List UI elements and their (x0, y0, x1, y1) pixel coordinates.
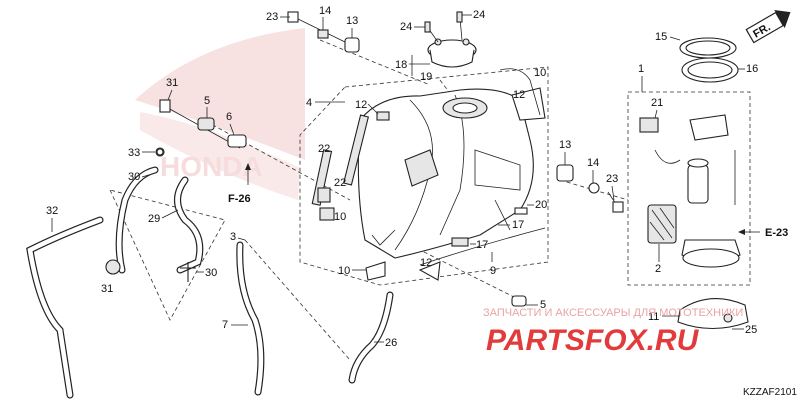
tee-joint-28 (180, 262, 196, 282)
callout-17b: 17 (512, 219, 524, 231)
mount-bolt-right (556, 164, 624, 213)
callout-12b: 12 (355, 99, 367, 111)
callout-12c: 12 (420, 257, 432, 269)
callout-17a: 17 (476, 239, 488, 251)
tank-pad-d (365, 261, 386, 281)
callout-23a: 23 (266, 11, 278, 23)
callout-5b: 5 (540, 299, 546, 311)
watermark-brand: PARTSFOX.RU (486, 324, 700, 357)
pump-retainer-ring (677, 298, 749, 329)
tank-side-cover (511, 87, 546, 121)
tank-group-outline (299, 66, 549, 286)
guide-line-front (379, 229, 521, 301)
callout-15: 15 (655, 31, 667, 43)
callout-26: 26 (385, 337, 397, 349)
callout-4: 4 (306, 97, 312, 109)
callout-16: 16 (746, 63, 758, 75)
hose-7 (236, 241, 265, 396)
callout-22b: 22 (334, 177, 346, 189)
front-direction-arrow: FR. (745, 9, 791, 44)
diagram-code: KZZAF2101 (743, 387, 797, 398)
hose-26 (348, 291, 394, 384)
fuel-tank (357, 88, 534, 259)
pump-group-outline (627, 91, 751, 286)
guide-line-upper (319, 39, 431, 86)
clip-29 (105, 259, 121, 275)
collar-5-lower (511, 295, 527, 307)
callout-23b: 23 (606, 173, 618, 185)
tank-rubber-strip-b (342, 114, 370, 186)
filler-cap-assembly (424, 11, 477, 68)
callout-25: 25 (745, 324, 757, 336)
callout-20: 20 (535, 199, 547, 211)
ref-elec: E-23 (765, 227, 788, 239)
callout-33: 33 (128, 147, 140, 159)
hose-32 (26, 216, 104, 399)
guide-line-bolt (199, 117, 351, 201)
callout-6: 6 (226, 111, 232, 123)
clip-33 (156, 148, 164, 156)
fuel-pump-assembly (639, 37, 741, 268)
callout-18: 18 (395, 59, 407, 71)
callout-3: 3 (230, 231, 236, 243)
callout-24a: 24 (400, 21, 412, 33)
callout-22a: 22 (318, 143, 330, 155)
ref-frame: F-26 (228, 193, 251, 205)
guide-line-hose (244, 239, 351, 361)
callout-10a: 10 (334, 211, 346, 223)
callout-27: 31 (166, 77, 178, 89)
callout-7: 7 (222, 319, 228, 331)
honda-wing-logo: HONDA (135, 28, 305, 200)
callout-21: 21 (651, 97, 663, 109)
callout-30: 29 (148, 213, 160, 225)
callout-32: 32 (46, 205, 58, 217)
callout-13a: 13 (346, 15, 358, 27)
hose-30 (174, 176, 204, 274)
callout-11: 11 (648, 311, 659, 323)
callout-2: 2 (655, 263, 661, 275)
damper-17 (451, 237, 469, 247)
hose-31 (115, 166, 159, 274)
callout-29: 31 (101, 283, 113, 295)
callout-12a: 12 (513, 89, 525, 101)
callout-31: 30 (128, 171, 140, 183)
svg-text:HONDA: HONDA (160, 151, 263, 182)
callout-19: 19 (420, 71, 432, 83)
tank-pad-b (317, 187, 331, 203)
callout-28: 30 (205, 267, 217, 279)
drain-hose-8 (499, 68, 541, 116)
callout-9: 9 (490, 265, 496, 277)
tank-pad-e (418, 261, 441, 281)
callout-5a: 5 (204, 95, 210, 107)
damper-20 (514, 207, 528, 215)
callout-8: 10 (534, 67, 546, 79)
watermark-tagline: ЗАПЧАСТИ И АКСЕССУАРЫ ДЛЯ МОТОТЕХНИКИ (483, 307, 743, 319)
seal-strip-9 (419, 227, 546, 266)
tank-pad-c (319, 207, 335, 221)
callout-13b: 13 (559, 139, 571, 151)
callout-1: 1 (638, 63, 644, 75)
callout-14a: 14 (319, 5, 331, 17)
tank-pad-a (376, 111, 390, 121)
callout-14b: 14 (587, 157, 599, 169)
callout-10b: 10 (338, 265, 350, 277)
callout-24b: 24 (473, 9, 485, 21)
tank-rubber-strip-a (311, 149, 333, 206)
hose-group-outline (109, 189, 226, 321)
